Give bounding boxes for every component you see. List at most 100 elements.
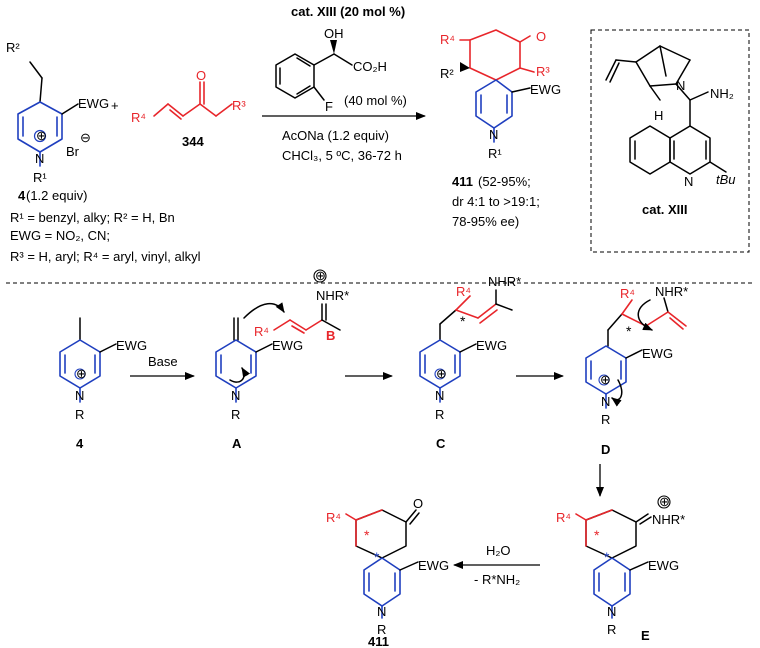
ketone-o: O (196, 68, 206, 83)
catalyst-tbu: tBu (716, 172, 736, 187)
species-D-ewg: EWG (642, 346, 673, 361)
species-D: R⁴ * NHR* EWG ⊕ N R D (585, 284, 688, 457)
catalyst-box-label: cat. XIII (642, 202, 688, 217)
species-E-nhr: NHR* (652, 512, 685, 527)
enone-number: 344 (182, 134, 204, 149)
pyridinium-n: N (35, 151, 44, 166)
species-E-star-blue: * (604, 549, 610, 565)
species-B-plus: ⊕ (315, 268, 326, 283)
product-yield: (52-95%; (478, 174, 531, 189)
species-A-n: N (231, 388, 240, 403)
bromide-label: Br (66, 144, 80, 159)
species-A-label: A (232, 436, 242, 451)
species-C-plus: ⊕ (436, 366, 447, 381)
species-D-nhr: NHR* (655, 284, 688, 299)
catalyst-h: H (654, 108, 663, 123)
species-411-ewg: EWG (418, 558, 449, 573)
species-4-plus: ⊕ (76, 366, 87, 381)
species-A: EWG N R A (215, 302, 303, 451)
base-label: Base (148, 354, 178, 369)
product-r2: R² (440, 66, 454, 81)
catalyst-nh2: NH₂ (710, 86, 734, 101)
species-411-r4: R⁴ (326, 510, 341, 525)
r3-label: R³ (232, 98, 246, 113)
enone-344-structure: R⁴ O R³ 344 (131, 68, 246, 149)
species-A-ewg: EWG (272, 338, 303, 353)
product-r1: R¹ (488, 146, 502, 161)
species-D-star: * (626, 323, 632, 339)
species-E-n: N (607, 604, 616, 619)
species-D-r4: R⁴ (620, 286, 635, 301)
species-E-r4: R⁴ (556, 510, 571, 525)
loss-label: - R*NH₂ (474, 572, 520, 587)
species-D-plus: ⊕ (600, 372, 611, 387)
species-C-r: R (435, 407, 444, 422)
product-n: N (489, 127, 498, 142)
catalyst-n: N (676, 78, 685, 93)
species-C-r4: R⁴ (456, 284, 471, 299)
species-E: ⊕ NHR* R⁴ * * EWG N R E (556, 494, 685, 643)
species-B: ⊕ NHR* R⁴ B (254, 268, 349, 343)
acid-f: F (325, 99, 333, 114)
species-C-ewg: EWG (476, 338, 507, 353)
r2-label: R² (6, 40, 20, 55)
note-ewg: EWG = NO₂, CN; (10, 228, 110, 243)
product-number: 411 (452, 174, 473, 189)
plus-sign: + (111, 98, 119, 113)
species-E-label: E (641, 628, 650, 643)
species-E-star-red: * (594, 527, 600, 543)
note-r3-r4: R³ = H, aryl; R⁴ = aryl, vinyl, alkyl (10, 249, 201, 264)
water-label: H₂O (486, 543, 511, 558)
product-o: O (536, 29, 546, 44)
species-C-nhr: NHR* (488, 274, 521, 289)
reactant-4-number: 4 (18, 188, 26, 203)
acid-co2h: CO₂H (353, 59, 387, 74)
species-C-n: N (435, 388, 444, 403)
catalyst-n-quinoline: N (684, 174, 693, 189)
product-ee: 78-95% ee) (452, 214, 519, 229)
reactant-4-equiv: (1.2 equiv) (26, 188, 87, 203)
species-B-label: B (326, 328, 335, 343)
species-D-n: N (601, 394, 610, 409)
species-411-n: N (377, 604, 386, 619)
species-411-label: 411 (368, 634, 389, 648)
species-411: R⁴ O * * EWG N R 411 (326, 496, 449, 648)
product-411-structure: R⁴ O R² R³ EWG N R¹ 411 (52-95%; dr 4:1 … (440, 29, 561, 229)
species-B-r4: R⁴ (254, 324, 269, 339)
species-411-star-red: * (364, 527, 370, 543)
acid-oh: OH (324, 26, 344, 41)
product-r3: R³ (536, 64, 550, 79)
species-B-nhr: NHR* (316, 288, 349, 303)
product-ewg: EWG (530, 82, 561, 97)
acid-amount: (40 mol %) (344, 93, 407, 108)
species-411-r: R (377, 622, 386, 637)
species-C: R⁴ * NHR* EWG ⊕ N R C (419, 274, 521, 451)
r1-label: R¹ (33, 170, 47, 185)
species-4: EWG ⊕ N R 4 (59, 317, 147, 451)
species-4-label: 4 (76, 436, 84, 451)
bromide-charge: ⊖ (80, 130, 91, 145)
species-A-r: R (231, 407, 240, 422)
base-condition: AcONa (1.2 equiv) (282, 128, 389, 143)
r4-label: R⁴ (131, 110, 146, 125)
ewg-label: EWG (78, 96, 109, 111)
species-E-plus: ⊕ (659, 494, 670, 509)
species-D-label: D (601, 442, 610, 457)
species-E-r: R (607, 622, 616, 637)
pyridinium-plus: ⊕ (36, 128, 47, 143)
product-dr: dr 4:1 to >19:1; (452, 194, 540, 209)
species-C-label: C (436, 436, 446, 451)
catalyst-box: N H NH₂ N tBu cat. XIII (590, 29, 750, 253)
solvent-condition: CHCl₃, 5 ºC, 36-72 h (282, 148, 402, 163)
species-411-star-blue: * (374, 549, 380, 565)
species-E-ewg: EWG (648, 558, 679, 573)
product-r4: R⁴ (440, 32, 455, 47)
note-r1-r2: R¹ = benzyl, alky; R² = H, Bn (10, 210, 175, 225)
species-4-n: N (75, 388, 84, 403)
species-D-r: R (601, 412, 610, 427)
species-C-star: * (460, 313, 466, 329)
catalyst-line: cat. XIII (20 mol %) (291, 4, 405, 19)
species-411-o: O (413, 496, 423, 511)
mandelic-acid-structure: OH CO₂H F (40 mol %) (275, 26, 407, 114)
